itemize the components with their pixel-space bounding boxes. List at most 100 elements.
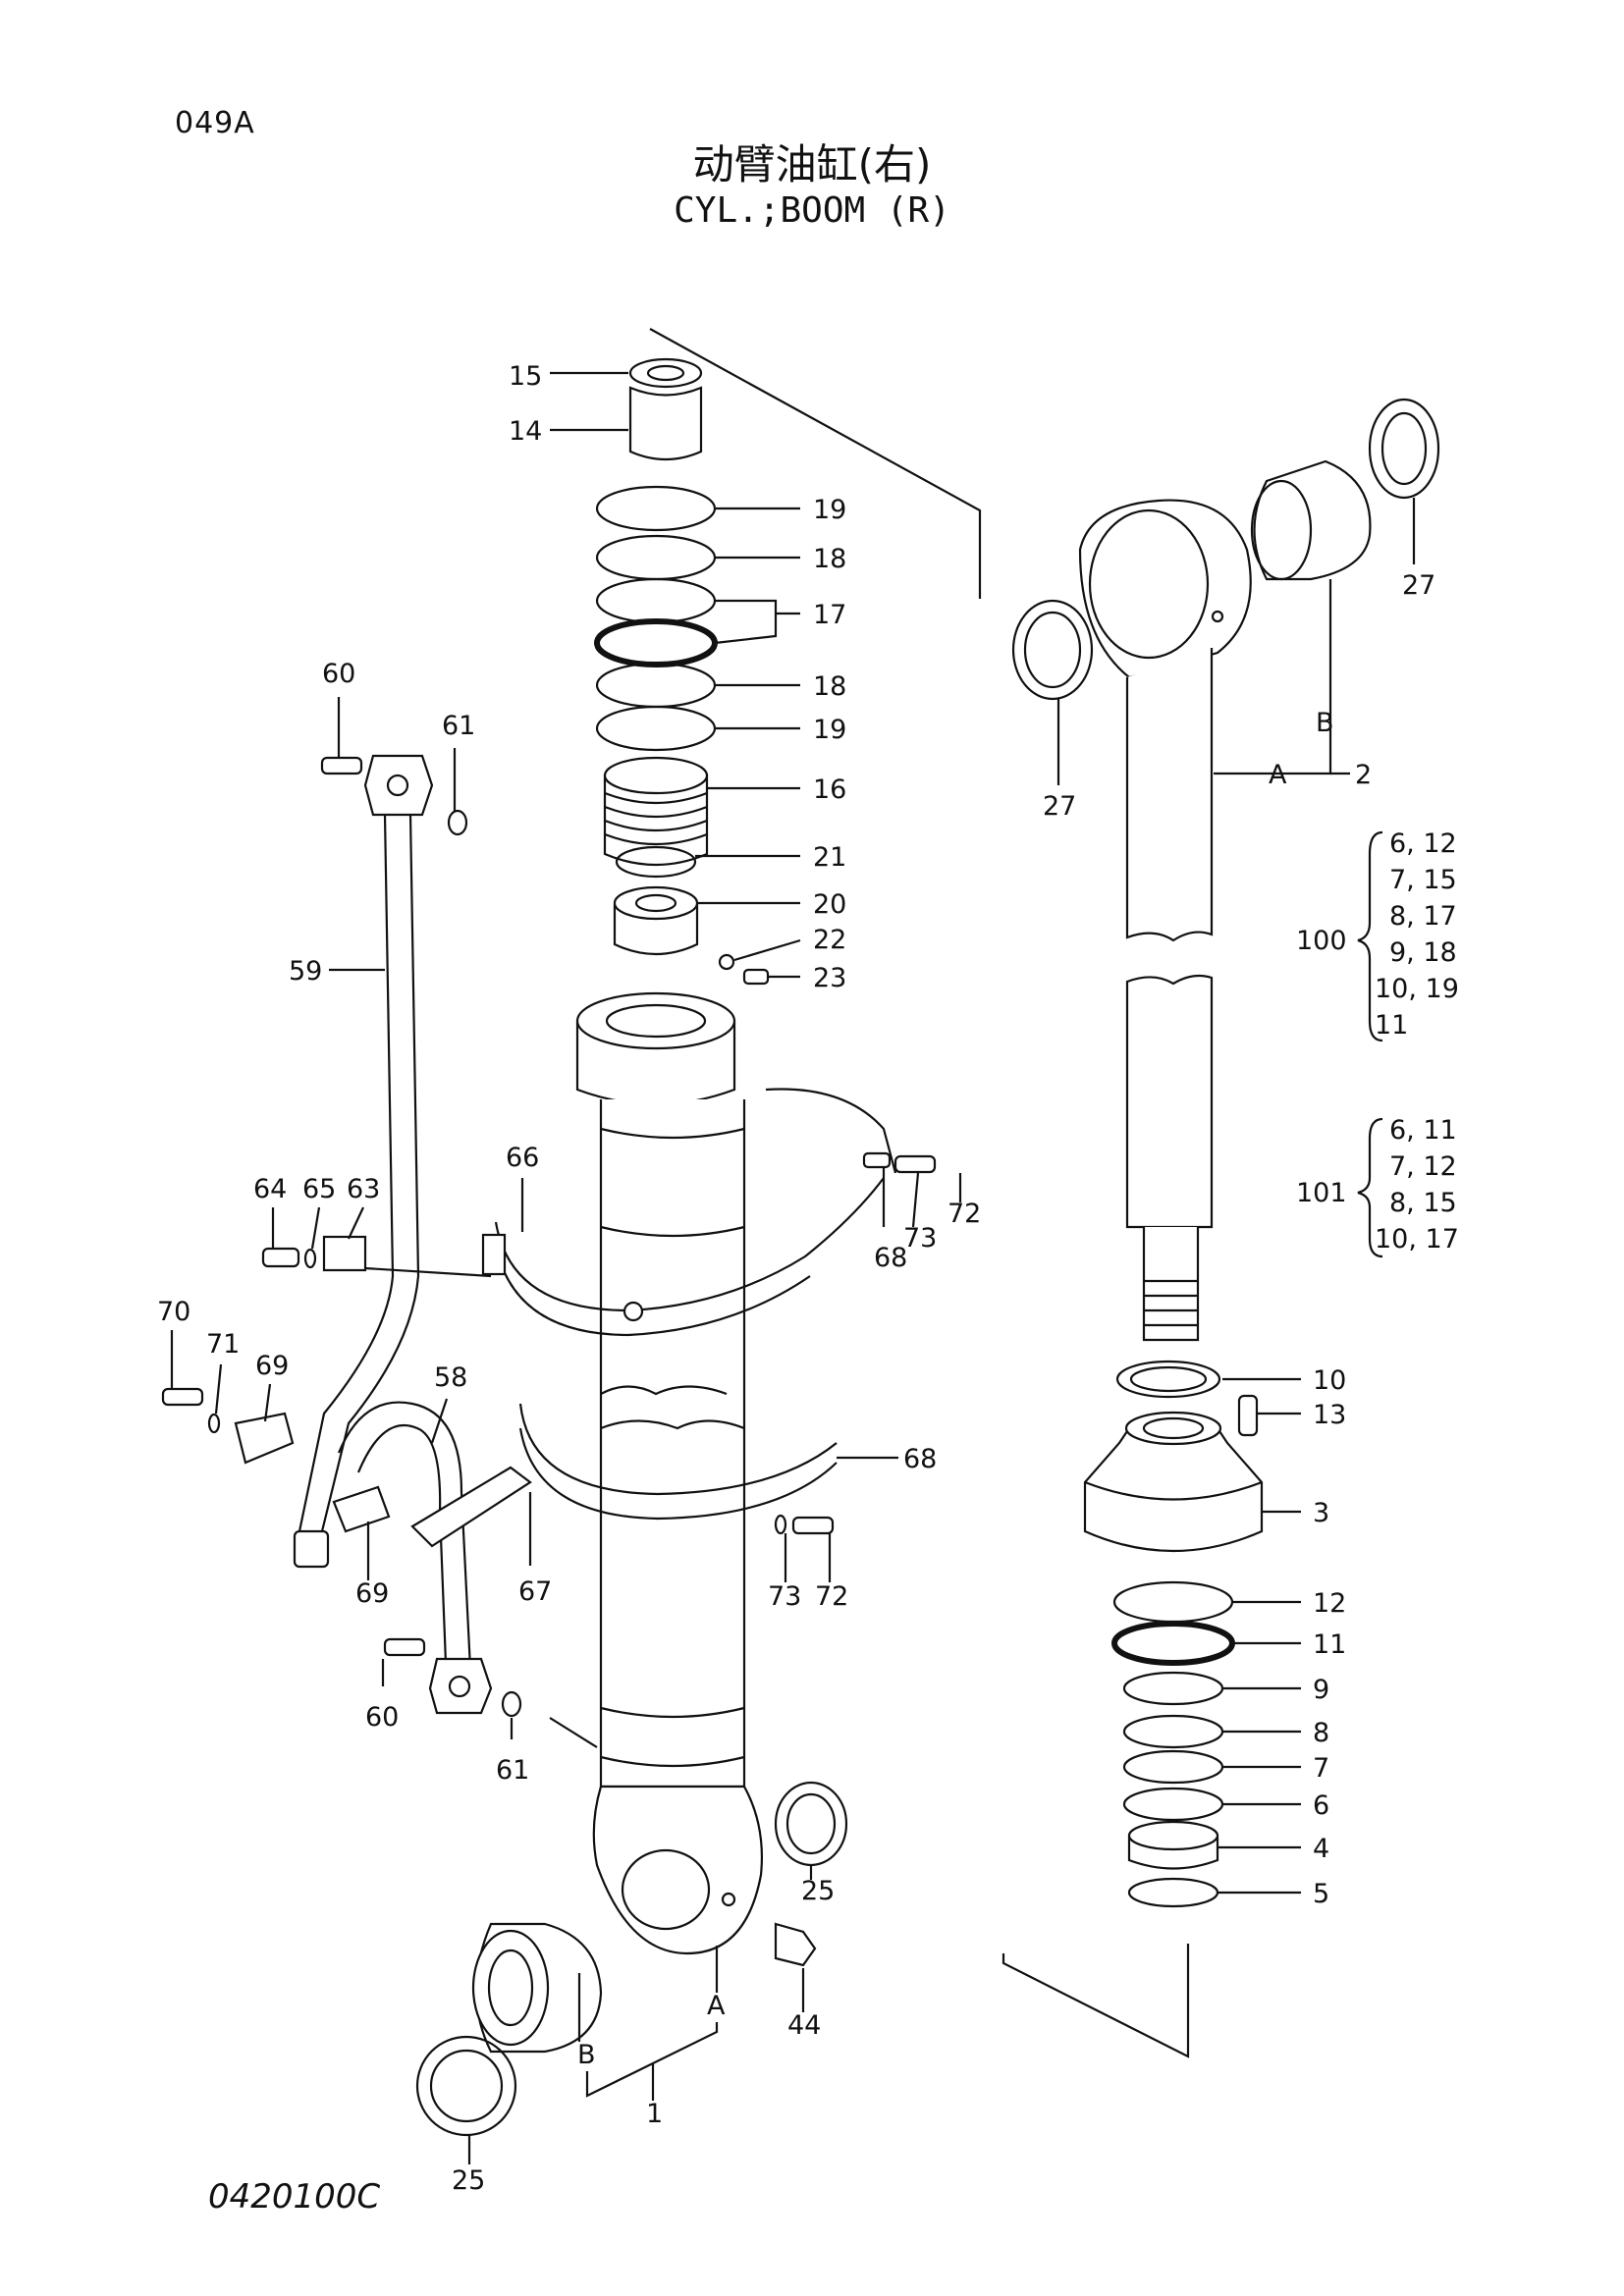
seal-kit-101: 101 6, 11 7, 12 8, 15 10, 17 <box>1296 1115 1459 1255</box>
label-70: 70 <box>157 1297 190 1327</box>
label-15: 15 <box>509 361 542 392</box>
part-19-ring-upper <box>595 485 717 532</box>
part-bushing-B-rod <box>1253 459 1372 581</box>
label-67: 67 <box>518 1576 552 1607</box>
label-10: 10 <box>1313 1365 1346 1396</box>
part-73-washer-lower <box>774 1514 787 1535</box>
part-65-washer <box>303 1248 317 1269</box>
part-11-seal <box>1111 1621 1235 1666</box>
part-60-bolt-bottom <box>383 1637 426 1657</box>
part-61-o-ring-top <box>447 809 468 836</box>
label-63: 63 <box>347 1174 380 1204</box>
label-17: 17 <box>813 600 846 630</box>
kit-100-item: 6, 12 <box>1389 828 1457 859</box>
label-19-upper: 19 <box>813 495 846 525</box>
label-72-lower: 72 <box>815 1581 848 1612</box>
label-66: 66 <box>506 1143 539 1173</box>
part-12-ring <box>1112 1580 1234 1624</box>
part-14-bushing <box>628 386 703 461</box>
label-73-upper: 73 <box>903 1223 937 1254</box>
label-B-lower: B <box>577 2040 596 2070</box>
label-16: 16 <box>813 774 846 805</box>
label-7: 7 <box>1313 1753 1329 1784</box>
part-66-clamp-band <box>494 1177 885 1312</box>
label-9: 9 <box>1313 1675 1329 1705</box>
label-44: 44 <box>787 2010 821 2041</box>
part-44-grease-fitting <box>774 1922 817 1967</box>
label-19-lower: 19 <box>813 715 846 745</box>
part-70-bolt <box>161 1387 204 1407</box>
drawing-number: 0420100C <box>208 2177 381 2216</box>
part-5-snap-ring <box>1127 1877 1219 1908</box>
part-8-seal <box>1122 1714 1224 1749</box>
part-6-seal <box>1122 1787 1224 1822</box>
label-21: 21 <box>813 842 846 873</box>
callout-labels: 15 14 19 18 17 18 19 16 21 20 22 23 60 6… <box>157 361 1435 2196</box>
part-71-washer <box>207 1413 221 1434</box>
label-25-left: 25 <box>452 2165 485 2196</box>
label-18-lower: 18 <box>813 671 846 702</box>
label-61-lower: 61 <box>496 1755 529 1786</box>
kit-101-item: 8, 15 <box>1389 1188 1457 1218</box>
part-63-bracket <box>322 1235 367 1272</box>
part-10-ring <box>1115 1360 1221 1399</box>
label-6: 6 <box>1313 1790 1329 1821</box>
label-11: 11 <box>1313 1629 1346 1660</box>
piston-rod-threaded-end <box>1142 1227 1200 1342</box>
part-69-clamp-upper <box>234 1412 295 1465</box>
label-12: 12 <box>1313 1588 1346 1619</box>
part-58-pipe <box>337 1401 473 1689</box>
kit-100-item: 10, 19 <box>1375 974 1459 1004</box>
label-69-lower: 69 <box>355 1578 389 1609</box>
part-17-ring-b <box>594 618 718 667</box>
label-1: 1 <box>646 2099 663 2129</box>
kit-100-item: 11 <box>1375 1010 1408 1041</box>
part-69-clamp-lower <box>332 1485 391 1533</box>
part-15-bushing-top <box>628 357 703 389</box>
label-61-upper: 61 <box>442 711 475 741</box>
page-code: 049A <box>175 106 255 140</box>
piston-rod-assembly <box>1001 398 1440 2058</box>
label-72-upper: 72 <box>947 1199 981 1229</box>
kit-100-item: 9, 18 <box>1389 937 1457 968</box>
label-2: 2 <box>1355 760 1372 790</box>
part-18-ring-lower <box>595 662 717 709</box>
part-23-set-screw <box>742 968 770 986</box>
kit-100-item: 7, 15 <box>1389 865 1457 895</box>
part-27-dust-seal-left <box>1011 599 1094 701</box>
assembly-guide-line <box>649 328 982 599</box>
clamps <box>161 1088 937 1548</box>
rod-assembly-guide-line <box>1001 1944 1190 2058</box>
part-22-ball <box>718 953 735 971</box>
part-66-clamp-ear <box>481 1233 507 1276</box>
label-A-lower: A <box>707 1991 726 2021</box>
label-68-upper: 68 <box>874 1243 907 1273</box>
label-64: 64 <box>253 1174 287 1204</box>
part-68-clamp-band <box>518 1403 838 1496</box>
part-7-seal <box>1122 1749 1224 1785</box>
label-27-right: 27 <box>1402 570 1435 601</box>
part-73-washer-upper <box>862 1151 892 1169</box>
part-64-bolt <box>261 1247 300 1268</box>
piston-rod-lower <box>1125 974 1214 1229</box>
bottom-bushings <box>415 1781 848 2137</box>
kit-101-item: 7, 12 <box>1389 1151 1457 1182</box>
pipe-end-fitting <box>293 1529 330 1569</box>
cylinder-tube <box>599 1099 746 1789</box>
title-english: CYL.;BOOM (R) <box>674 190 950 231</box>
leader-lines <box>170 371 1416 2164</box>
label-8: 8 <box>1313 1718 1329 1748</box>
part-18-ring-upper <box>595 534 717 581</box>
cylinder-tube-assembly <box>575 328 982 1955</box>
label-73-lower: 73 <box>768 1581 801 1612</box>
part-60-bolt-top <box>320 756 363 775</box>
hydraulic-pipes <box>293 754 522 1718</box>
kit-100-item: 8, 17 <box>1389 901 1457 932</box>
label-71: 71 <box>206 1329 240 1360</box>
kit-101-item: 10, 17 <box>1375 1224 1459 1255</box>
kit-100-id: 100 <box>1296 926 1347 956</box>
part-13-bolt <box>1237 1394 1259 1437</box>
part-3-rod-cover <box>1083 1426 1264 1553</box>
piston-rod-upper <box>1125 648 1214 942</box>
